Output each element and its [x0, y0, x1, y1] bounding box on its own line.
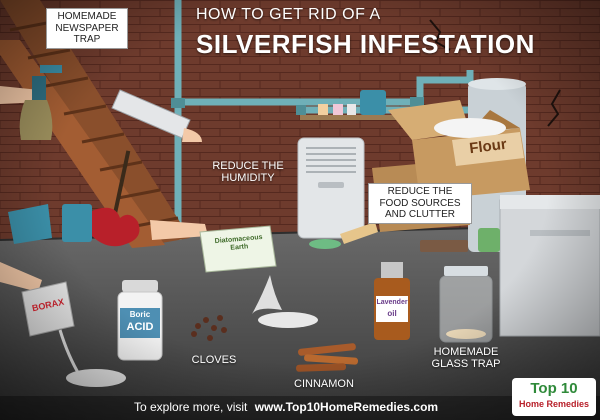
- header-kicker: HOW TO GET RID OF A: [196, 6, 381, 23]
- label-cinnamon: CINNAMON: [294, 378, 354, 390]
- label-cloves: CLOVES: [191, 354, 237, 366]
- label-glass-trap: HOMEMADE GLASS TRAP: [431, 346, 501, 370]
- lavender-label-2: oil: [387, 309, 397, 318]
- logo-line1: Top 10: [530, 380, 578, 397]
- footer-text: To explore more, visit www.Top10HomeReme…: [134, 400, 438, 414]
- footer-prompt: To explore more, visit: [134, 400, 248, 414]
- label-reduce-humidity: REDUCE THE HUMIDITY: [212, 160, 284, 184]
- lavender-label-1: Lavender: [376, 299, 408, 306]
- label-reduce-food: REDUCE THE FOOD SOURCES AND CLUTTER: [368, 183, 472, 224]
- logo-line2: Home Remedies: [518, 399, 590, 409]
- page-title: SILVERFISH INFESTATION: [196, 29, 535, 59]
- footer-url[interactable]: www.Top10HomeRemedies.com: [254, 400, 439, 414]
- boric-acid-label-2: ACID: [126, 321, 154, 333]
- brand-logo: Top 10 Home Remedies: [512, 378, 596, 416]
- label-newspaper-trap: HOMEMADE NEWSPAPER TRAP: [46, 8, 128, 49]
- boric-acid-label-1: Boric: [129, 310, 151, 319]
